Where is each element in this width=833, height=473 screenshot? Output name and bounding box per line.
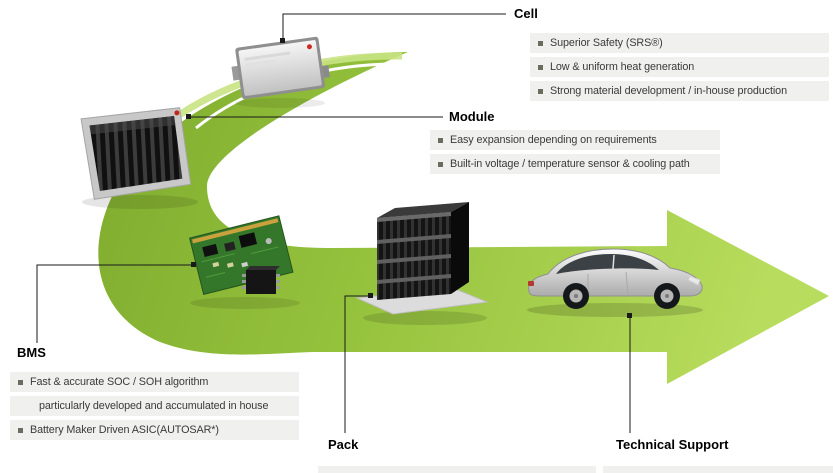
cell-info-row: Superior Safety (SRS®) (530, 33, 829, 53)
technical-support-label: Technical Support (616, 437, 729, 452)
module-info-row: Built-in voltage / temperature sensor & … (430, 154, 720, 174)
bullet-square-icon (538, 88, 543, 94)
cell-info-text: Strong material development / in-house p… (550, 85, 787, 97)
bullet-square-icon (18, 379, 23, 385)
pack-top-face (377, 202, 469, 218)
cell-label-line (244, 51, 291, 61)
car-shadow (527, 303, 703, 317)
pack-label: Pack (328, 437, 359, 452)
pcb-component (212, 261, 220, 268)
battery-module-image (80, 107, 192, 200)
pack-rail (377, 212, 451, 222)
pack-rail (377, 234, 451, 244)
technical-support-info-box-partial (603, 466, 833, 473)
bms-shadow (190, 297, 300, 309)
cell-info-text: Superior Safety (SRS®) (550, 37, 663, 49)
asic-chip-image (242, 266, 280, 294)
cell-shadow (235, 98, 325, 108)
car-pillar (612, 254, 615, 270)
bms-info-text: Battery Maker Driven ASIC(AUTOSAR*) (30, 424, 219, 436)
pcb-traces (201, 246, 279, 278)
cell-info-text: Low & uniform heat generation (550, 61, 695, 73)
module-info-text: Built-in voltage / temperature sensor & … (450, 158, 690, 170)
bms-label: BMS (17, 345, 46, 360)
pack-side-face (451, 202, 469, 294)
cell-red-dot-icon (306, 44, 312, 50)
pcb-chip (224, 241, 236, 252)
module-label: Module (449, 109, 495, 124)
pcb-edge-connector (192, 218, 279, 244)
bullet-square-icon (438, 161, 443, 167)
bms-info-row: Fast & accurate SOC / SOH algorithm (10, 372, 299, 392)
module-red-dot-icon (174, 110, 180, 116)
bms-info-row: particularly developed and accumulated i… (10, 396, 299, 416)
car-windows (556, 254, 659, 274)
bullet-square-icon (438, 137, 443, 143)
bms-info-row: Battery Maker Driven ASIC(AUTOSAR*) (10, 420, 299, 440)
battery-pack-image (355, 202, 489, 315)
cell-info-row: Strong material development / in-house p… (530, 81, 829, 101)
bullet-square-icon (538, 64, 543, 70)
car-front-hub (665, 294, 669, 298)
bms-info-text: particularly developed and accumulated i… (39, 400, 269, 412)
module-info-text: Easy expansion depending on requirements (450, 134, 657, 146)
cell-info-list: Superior Safety (SRS®) Low & uniform hea… (530, 33, 829, 101)
car-rear-hub (574, 294, 578, 298)
module-info-row: Easy expansion depending on requirements (430, 130, 720, 150)
car-headlight-icon (687, 275, 701, 286)
pack-info-box-partial (318, 466, 596, 473)
module-top-lip (89, 116, 176, 135)
car-image (527, 248, 703, 317)
pcb-component (241, 261, 249, 268)
module-shadow (82, 195, 198, 209)
car-door-lines (587, 271, 629, 295)
pack-shadow (363, 311, 487, 325)
cell-label: Cell (514, 6, 538, 21)
module-info-list: Easy expansion depending on requirements… (430, 130, 720, 174)
cell-face (238, 40, 322, 96)
bullet-square-icon (18, 427, 23, 433)
bms-info-text: Fast & accurate SOC / SOH algorithm (30, 376, 209, 388)
pcb-capacitor (265, 238, 272, 245)
bullet-square-icon (538, 40, 543, 46)
pcb-chip (238, 232, 258, 248)
bms-info-list: Fast & accurate SOC / SOH algorithm part… (10, 372, 299, 440)
car-taillight-icon (528, 281, 534, 286)
pack-rail (377, 274, 451, 284)
cell-info-row: Low & uniform heat generation (530, 57, 829, 77)
pcb-component (226, 262, 234, 268)
module-fins (89, 116, 183, 191)
bms-board-image (189, 215, 294, 295)
battery-cell-image (231, 36, 330, 100)
pack-rail (377, 254, 451, 264)
flow-arrow-body (98, 52, 829, 384)
cell-label-line (245, 59, 276, 67)
pcb-chip (202, 243, 219, 258)
